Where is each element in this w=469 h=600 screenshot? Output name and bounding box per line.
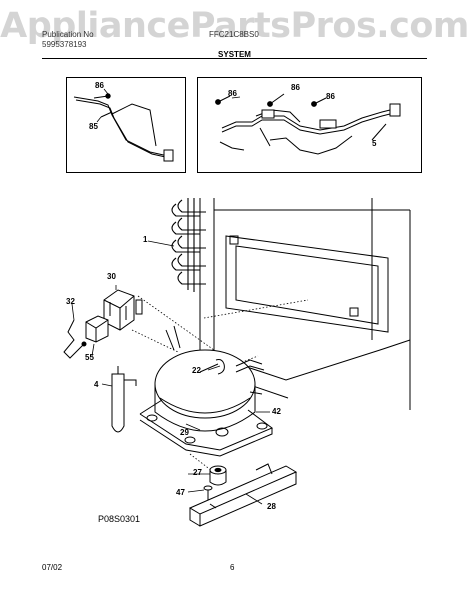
callout-5: 5 <box>372 139 377 148</box>
callout-4: 4 <box>94 380 99 389</box>
mounting-rail <box>188 463 298 527</box>
condenser-coil <box>171 198 206 292</box>
figure-code: P08S0301 <box>98 514 141 524</box>
callout-30: 30 <box>107 272 116 281</box>
callout-29: 29 <box>180 428 189 437</box>
callout-1: 1 <box>143 235 148 244</box>
model-number: FFC21C8BS0 <box>209 30 259 39</box>
harness-inset-2 <box>215 93 401 155</box>
callout-86-b: 86 <box>228 89 237 98</box>
frame-panel <box>225 235 389 333</box>
callout-42: 42 <box>272 407 281 416</box>
callout-32: 32 <box>66 297 75 306</box>
watermark: AppliancePartsPros.com <box>0 6 469 46</box>
callout-47: 47 <box>176 488 185 497</box>
mount-grommet <box>209 465 227 486</box>
wire-part <box>63 319 87 359</box>
callout-55: 55 <box>85 353 94 362</box>
compressor-body <box>139 325 273 457</box>
publication-label: Publication No <box>42 30 94 39</box>
callout-86-a: 86 <box>95 81 104 90</box>
callout-22: 22 <box>192 366 201 375</box>
callout-85: 85 <box>89 122 98 131</box>
callout-86-d: 86 <box>326 92 335 101</box>
filter-drier <box>111 366 137 433</box>
header-rule <box>42 58 427 59</box>
callout-86-c: 86 <box>291 83 300 92</box>
callout-28: 28 <box>267 502 276 511</box>
callout-27: 27 <box>193 468 202 477</box>
harness-inset-1 <box>73 93 174 162</box>
section-title: SYSTEM <box>218 50 251 59</box>
overload-part <box>85 315 109 343</box>
footer-date: 07/02 <box>42 563 63 572</box>
relay-part <box>103 289 143 331</box>
publication-number: 5995378193 <box>42 40 87 49</box>
page-number: 6 <box>230 563 235 572</box>
